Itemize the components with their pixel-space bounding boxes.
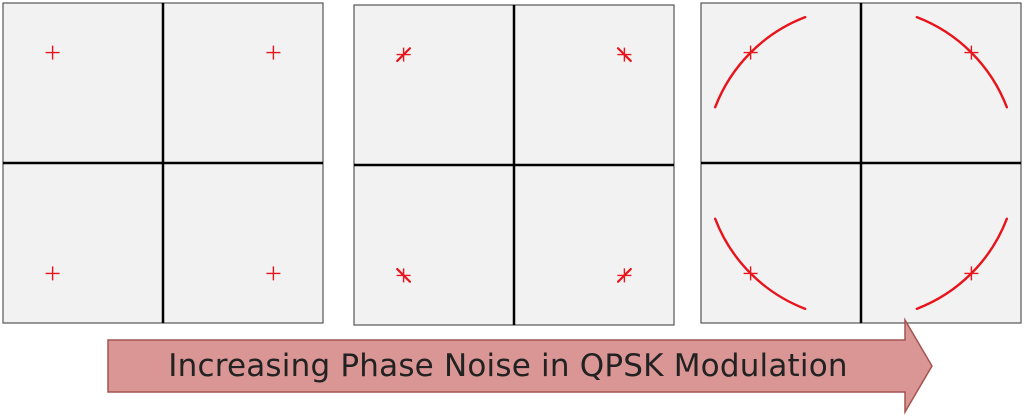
phase-noise-arc <box>915 217 1009 311</box>
progress-arrow <box>107 317 933 415</box>
symbol-marker <box>266 45 281 60</box>
constellation-panel-low-phase-noise <box>353 4 675 326</box>
constellation-panels <box>2 2 1022 326</box>
constellation-panel-no-phase-noise <box>2 2 324 324</box>
symbol-marker <box>266 266 281 281</box>
phase-noise-smear <box>616 47 632 63</box>
phase-noise-smear <box>616 267 632 283</box>
phase-noise-arc <box>713 217 807 311</box>
constellation-panel-high-phase-noise <box>700 2 1022 324</box>
symbol-marker <box>45 45 60 60</box>
phase-noise-arc <box>915 15 1009 109</box>
phase-noise-arc <box>713 15 807 109</box>
phase-noise-smear <box>396 47 412 63</box>
symbol-marker <box>45 266 60 281</box>
arrow-shape <box>107 317 933 415</box>
phase-noise-smear <box>396 267 412 283</box>
